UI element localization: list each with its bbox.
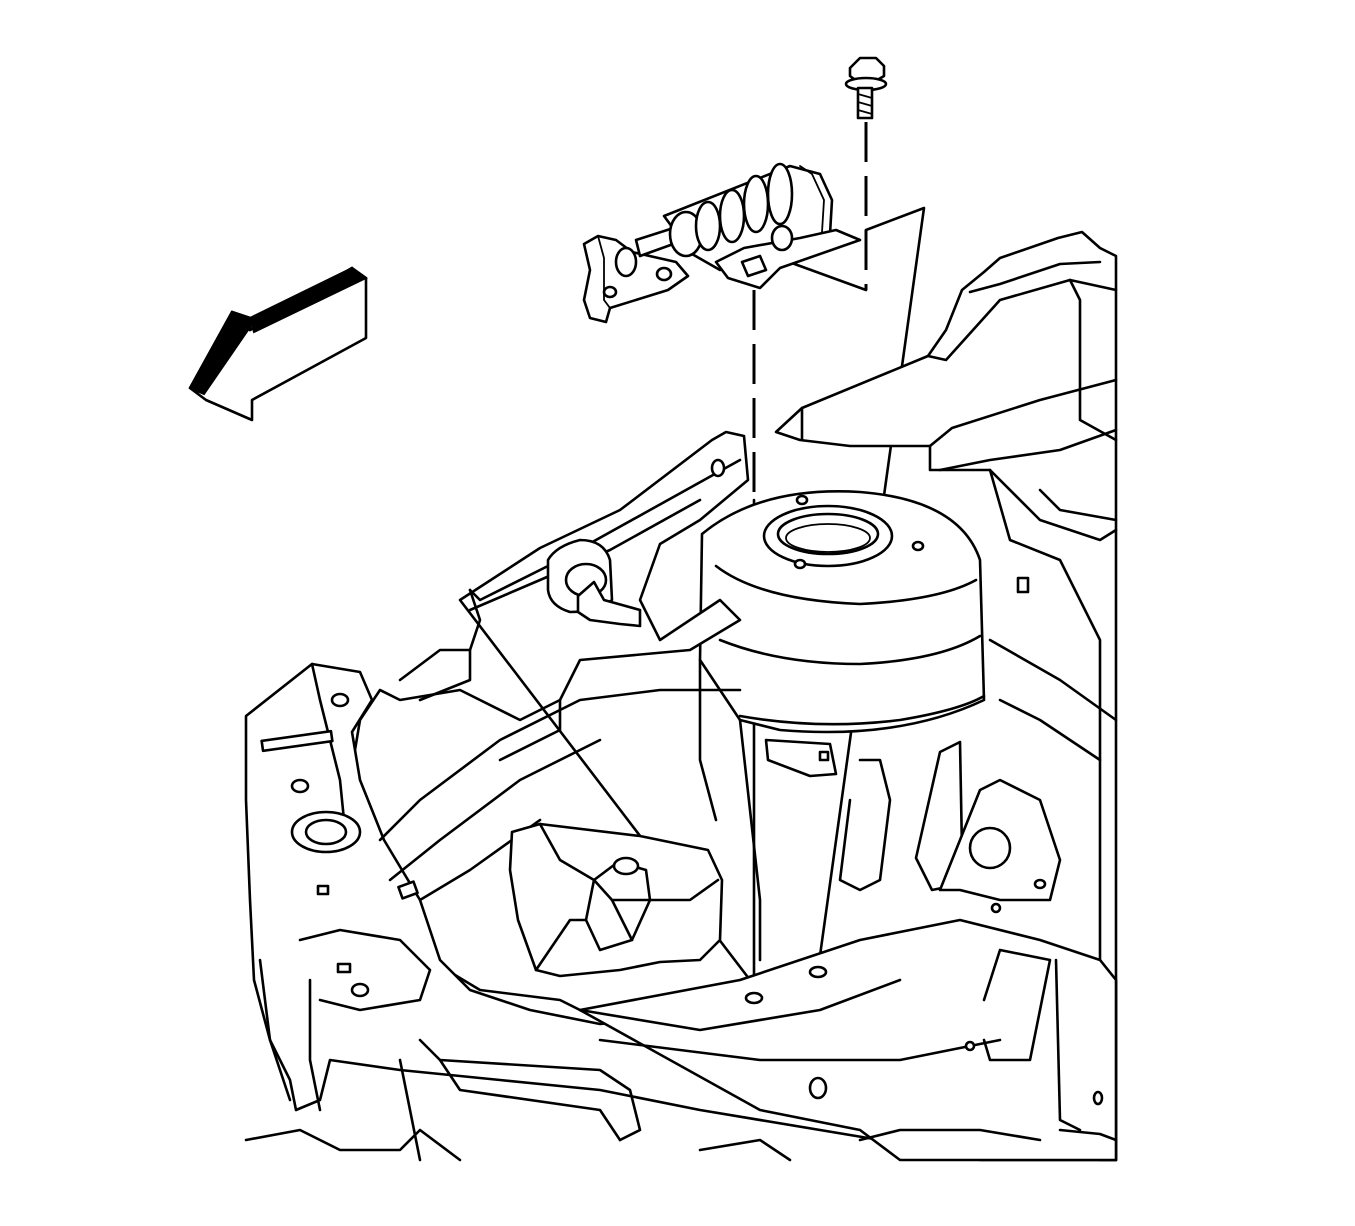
bolt-icon bbox=[844, 56, 888, 120]
body-panel-icon bbox=[244, 230, 1118, 1162]
bracket-icon bbox=[582, 162, 862, 324]
front-direction-arrow-icon bbox=[188, 266, 368, 422]
